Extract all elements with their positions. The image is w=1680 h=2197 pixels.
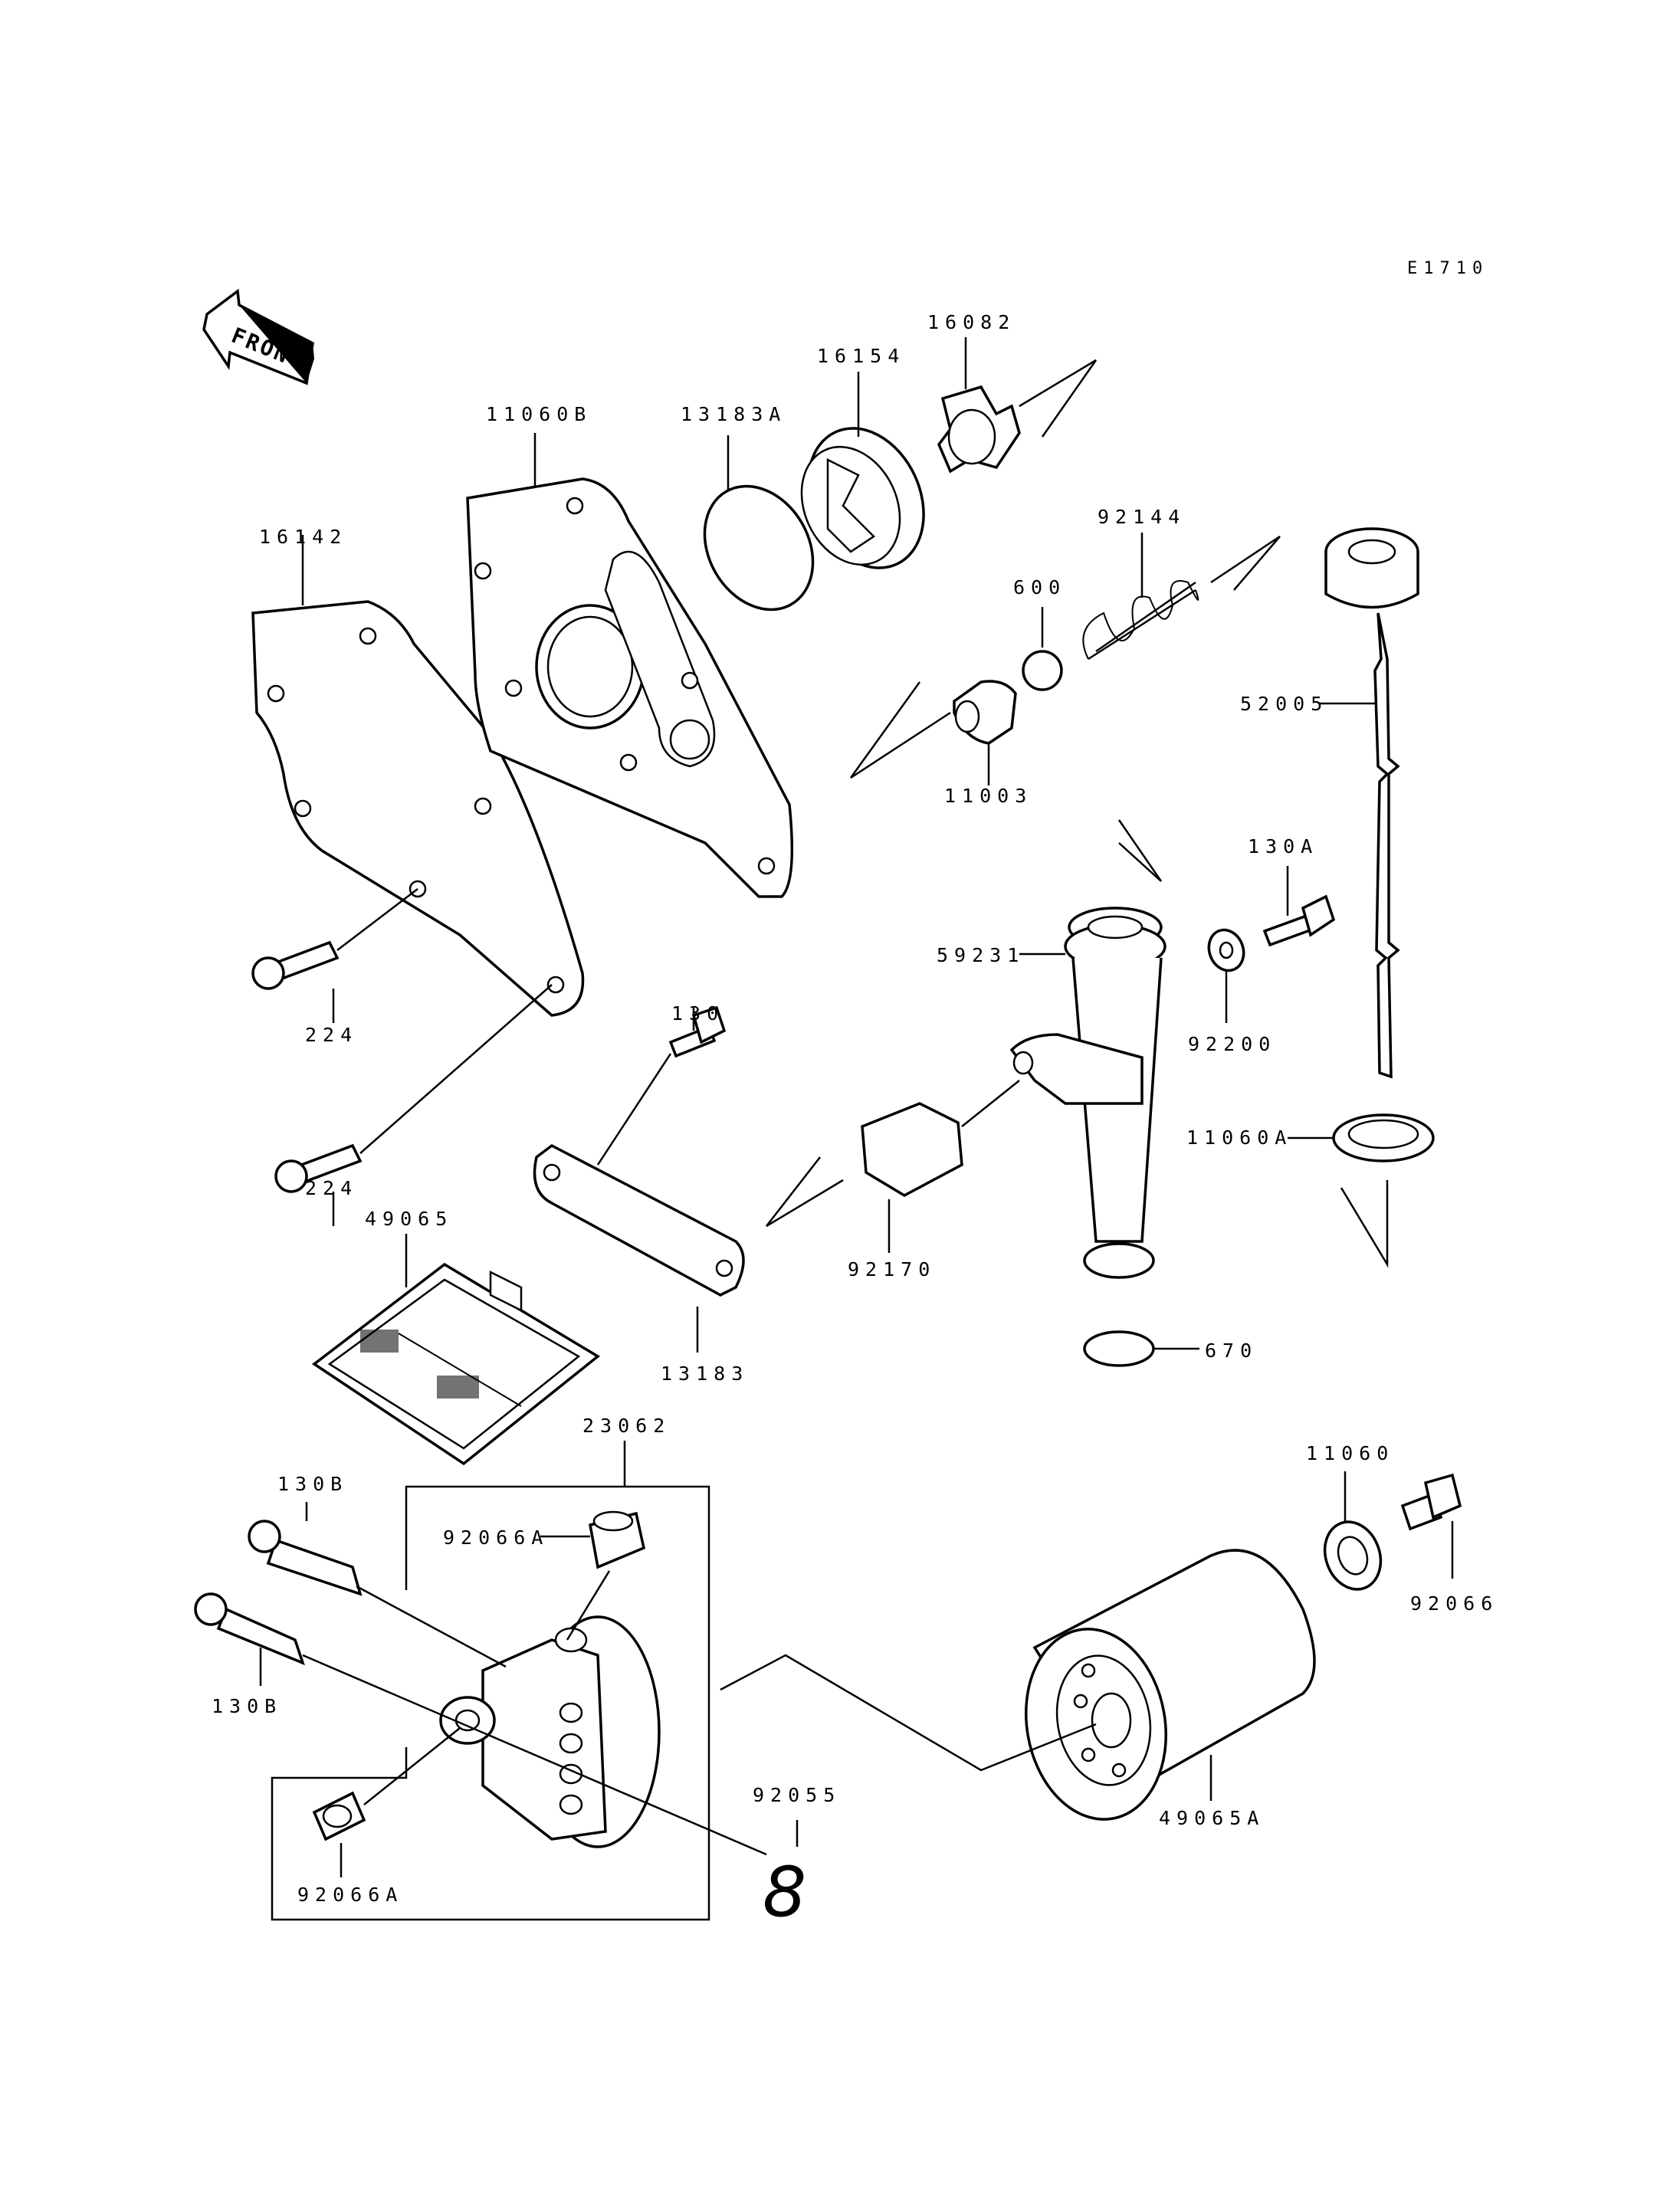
label-92200: 92200 xyxy=(1188,1033,1277,1055)
label-23062: 23062 xyxy=(582,1415,671,1437)
label-130B-lower: 130B xyxy=(212,1695,283,1717)
front-arrow-icon: FRONT xyxy=(202,288,314,385)
label-130: 130 xyxy=(671,1002,725,1025)
label-16142: 16142 xyxy=(259,526,348,548)
label-600: 600 xyxy=(1013,576,1067,598)
label-52005: 52005 xyxy=(1240,693,1329,715)
bolt-224-upper xyxy=(251,888,418,1023)
oil-pipe-59231 xyxy=(1009,819,1166,1279)
dipstick-52005 xyxy=(1318,527,1419,1079)
label-92144: 92144 xyxy=(1098,506,1186,528)
label-92066: 92066 xyxy=(1410,1592,1499,1615)
clamp-92170 xyxy=(766,1080,1020,1253)
label-49065: 49065 xyxy=(365,1208,454,1230)
label-16082: 16082 xyxy=(927,311,1016,333)
label-670: 670 xyxy=(1205,1340,1258,1362)
label-13183: 13183 xyxy=(661,1362,750,1385)
bolt-130A xyxy=(1262,866,1336,947)
label-224-lower: 224 xyxy=(305,1177,359,1199)
inner-rotor-16082 xyxy=(937,337,1098,474)
relief-valve-11003 xyxy=(849,680,1017,785)
gasket-11060 xyxy=(1323,1471,1383,1591)
cover-13183A xyxy=(703,435,815,612)
filter-mark-8: 8 xyxy=(763,1852,806,1933)
label-92055: 92055 xyxy=(753,1784,842,1806)
ball-600 xyxy=(1022,607,1063,691)
bolt-224-lower xyxy=(274,984,553,1226)
oil-screen-49065 xyxy=(311,1234,601,1466)
drain-bolt-92066 xyxy=(1400,1473,1462,1579)
relief-spring-92144 xyxy=(1082,533,1281,661)
baffle-plate-13183 xyxy=(533,1143,745,1353)
label-13183A: 13183A xyxy=(681,403,787,425)
seal-11060A xyxy=(1288,1113,1435,1268)
label-92170: 92170 xyxy=(848,1258,937,1280)
label-130A: 130A xyxy=(1248,835,1319,857)
label-49065A: 49065A xyxy=(1159,1807,1265,1829)
label-11060: 11060 xyxy=(1306,1442,1395,1464)
label-92066A-lower: 92066A xyxy=(297,1884,404,1906)
label-16154: 16154 xyxy=(817,345,906,367)
outer-rotor-16154 xyxy=(800,372,925,569)
o-ring-670 xyxy=(1083,1330,1199,1367)
washer-92200 xyxy=(1207,928,1245,1023)
label-59231: 59231 xyxy=(937,944,1025,966)
bolt-130B-upper xyxy=(248,1502,507,1668)
bolt-130B-lower xyxy=(194,1592,767,1856)
pump-cover-plate-11060B xyxy=(466,433,794,898)
plug-92066A-lower xyxy=(312,1727,461,1877)
diagram-code: E1710 xyxy=(1407,259,1489,278)
filter-housing-group-23062 xyxy=(271,1441,710,1921)
label-130B-upper: 130B xyxy=(277,1473,349,1495)
oil-filter-49065A xyxy=(720,1549,1316,1821)
label-11060A: 11060A xyxy=(1186,1126,1293,1149)
label-11060B: 11060B xyxy=(486,403,592,425)
o-ring-92055: 8 xyxy=(763,1820,806,1933)
label-92066A-upper: 92066A xyxy=(443,1526,550,1549)
bolt-130 xyxy=(596,1005,727,1166)
label-224-upper: 224 xyxy=(305,1024,359,1046)
label-11003: 11003 xyxy=(944,785,1033,807)
gasket-plate-16142 xyxy=(251,535,585,1017)
plug-92066A-upper xyxy=(540,1510,646,1641)
